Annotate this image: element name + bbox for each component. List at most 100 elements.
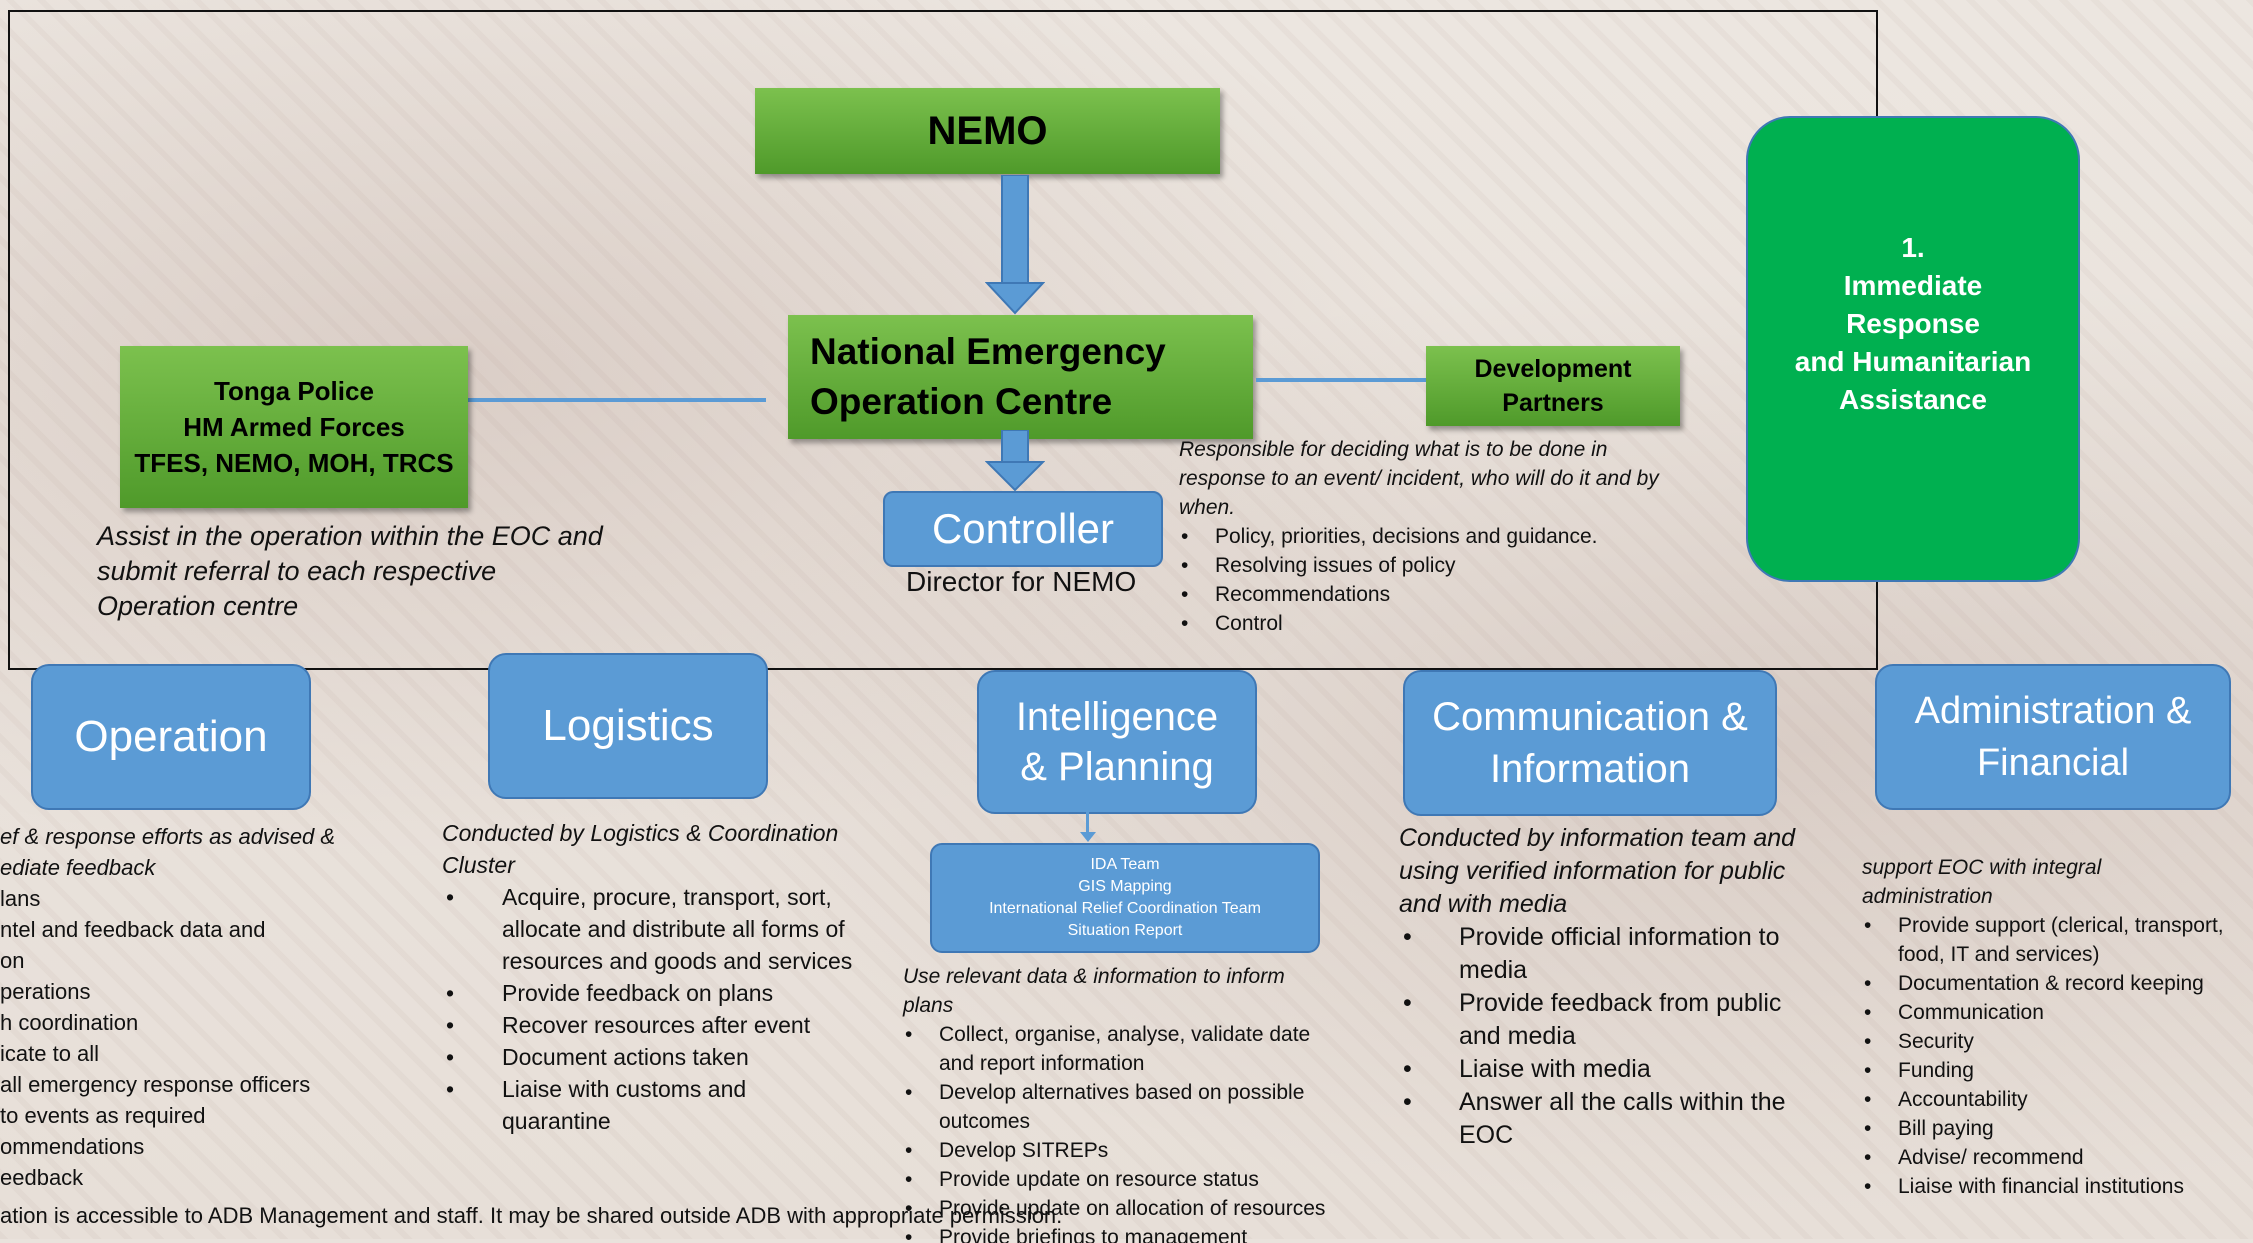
team-item: Situation Report xyxy=(1067,922,1183,939)
agency-line3: TFES, NEMO, MOH, TRCS xyxy=(134,448,454,478)
immediate-line: Response xyxy=(1846,308,1980,339)
intel-teams-box: IDA Team GIS Mapping International Relie… xyxy=(930,843,1320,953)
desc-line: Cluster xyxy=(442,852,515,878)
controller-description: Responsible for deciding what is to be d… xyxy=(1179,435,1659,638)
list-item: Bill paying xyxy=(1862,1114,2252,1143)
immediate-line: Assistance xyxy=(1839,384,1987,415)
desc-line: Operation centre xyxy=(97,591,299,621)
desc-line: Assist in the operation within the EOC a… xyxy=(97,521,603,551)
comms-line2: Information xyxy=(1489,747,1691,791)
list-item: Recommendations xyxy=(1179,580,1659,609)
administration-financial-box: Administration & Financial xyxy=(1875,664,2231,810)
logistics-label: Logistics xyxy=(542,701,714,750)
desc-line: ef & response efforts as advised & xyxy=(0,824,336,849)
desc-line: plans xyxy=(903,994,954,1017)
immediate-line: 1. xyxy=(1901,232,1925,263)
desc-line: Conducted by Logistics & Coordination xyxy=(442,820,839,846)
list-item: Liaise with media xyxy=(1399,1053,1819,1086)
team-item: GIS Mapping xyxy=(1078,878,1172,895)
list-item: Policy, priorities, decisions and guidan… xyxy=(1179,522,1659,551)
desc-line: ediate feedback xyxy=(0,855,156,880)
development-partners-box: Development Partners xyxy=(1426,346,1680,426)
list-item: Resolving issues of policy xyxy=(1179,551,1659,580)
controller-subtitle: Director for NEMO xyxy=(906,566,1137,597)
list-item: ommendations xyxy=(0,1134,145,1159)
arrow-down-icon xyxy=(985,430,1045,492)
list-item: Recover resources after event xyxy=(442,1009,882,1041)
intelligence-planning-box: Intelligence & Planning xyxy=(977,670,1257,814)
list-item: on xyxy=(0,948,25,973)
list-item: icate to all xyxy=(0,1041,100,1066)
list-item: Documentation & record keeping xyxy=(1862,969,2252,998)
list-item: Provide support (clerical, transport,foo… xyxy=(1862,911,2252,969)
operation-description: ef & response efforts as advised & ediat… xyxy=(0,821,335,1193)
desc-line: support EOC with integral xyxy=(1862,856,2102,879)
logistics-box: Logistics xyxy=(488,653,768,799)
list-item: lans xyxy=(0,886,41,911)
controller-label: Controller xyxy=(931,505,1115,552)
agency-line2: HM Armed Forces xyxy=(183,412,405,442)
desc-line: Use relevant data & information to infor… xyxy=(903,965,1285,988)
dev-line1: Development xyxy=(1474,355,1632,383)
list-item: Accountability xyxy=(1862,1085,2252,1114)
list-item: Acquire, procure, transport, sort,alloca… xyxy=(442,881,882,977)
desc-line: submit referral to each respective xyxy=(97,556,497,586)
immediate-line: Immediate xyxy=(1843,270,1983,301)
list-item: to events as required xyxy=(0,1103,206,1128)
list-item: Control xyxy=(1179,609,1659,638)
team-item: IDA Team xyxy=(1090,856,1160,873)
desc-line: Responsible for deciding what is to be d… xyxy=(1179,438,1608,461)
list-item: perations xyxy=(0,979,91,1004)
arrow-down-icon xyxy=(1080,810,1096,842)
immediate-line: and Humanitarian xyxy=(1794,346,2032,377)
comms-description: Conducted by information team and using … xyxy=(1399,822,1819,1152)
list-item: Document actions taken xyxy=(442,1041,882,1073)
list-item: all emergency response officers xyxy=(0,1072,311,1097)
team-item: International Relief Coordination Team xyxy=(989,900,1261,917)
logistics-description: Conducted by Logistics & Coordination Cl… xyxy=(442,817,882,1137)
operation-label: Operation xyxy=(74,712,268,761)
neoc-line1: National Emergency xyxy=(810,331,1166,372)
list-item: Develop SITREPs xyxy=(903,1136,1363,1165)
nemo-box: NEMO xyxy=(755,88,1220,174)
list-item: Collect, organise, analyse, validate dat… xyxy=(903,1020,1363,1078)
neoc-line2: Operation Centre xyxy=(810,381,1113,422)
intel-description: Use relevant data & information to infor… xyxy=(903,962,1363,1243)
nemo-label: NEMO xyxy=(927,108,1048,153)
list-item: ntel and feedback data and xyxy=(0,917,266,942)
list-item: Funding xyxy=(1862,1056,2252,1085)
desc-line: Conducted by information team and xyxy=(1399,824,1796,852)
list-item: h coordination xyxy=(0,1010,139,1035)
list-item: eedback xyxy=(0,1165,84,1190)
admin-line2: Financial xyxy=(1976,742,2130,784)
desc-line: administration xyxy=(1862,885,1993,908)
desc-line: using verified information for public xyxy=(1399,857,1786,885)
connector-left xyxy=(468,398,766,402)
intel-line1: Intelligence xyxy=(1015,695,1219,739)
connector-right xyxy=(1256,378,1426,382)
intel-line2: & Planning xyxy=(1020,745,1214,789)
list-item: Liaise with financial institutions xyxy=(1862,1172,2252,1201)
dev-line2: Partners xyxy=(1502,389,1604,417)
list-item: Provide feedback on plans xyxy=(442,977,882,1009)
list-item: Develop alternatives based on possibleou… xyxy=(903,1078,1363,1136)
desc-line: when. xyxy=(1179,496,1236,519)
neoc-box: National Emergency Operation Centre xyxy=(788,315,1253,439)
list-item: Provide update on resource status xyxy=(903,1165,1363,1194)
desc-line: response to an event/ incident, who will… xyxy=(1179,467,1659,490)
operation-box: Operation xyxy=(31,664,311,810)
agencies-description: Assist in the operation within the EOC a… xyxy=(97,519,603,624)
arrow-down-icon xyxy=(985,175,1045,315)
list-item: Security xyxy=(1862,1027,2252,1056)
comms-line1: Communication & xyxy=(1432,695,1748,739)
list-item: Advise/ recommend xyxy=(1862,1143,2252,1172)
agency-line1: Tonga Police xyxy=(214,376,374,406)
list-item: Provide update on allocation of resource… xyxy=(903,1194,1363,1223)
immediate-response-box: 1. Immediate Response and Humanitarian A… xyxy=(1746,116,2080,582)
admin-line1: Administration & xyxy=(1914,690,2192,732)
list-item: Communication xyxy=(1862,998,2252,1027)
